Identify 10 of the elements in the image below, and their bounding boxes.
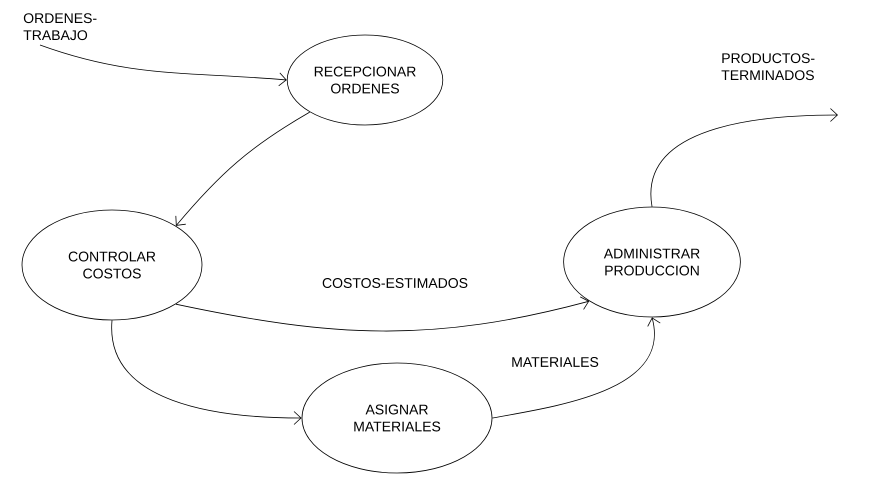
arrow [40, 44, 287, 86]
edge-label: MATERIALES [512, 357, 598, 367]
edge-label: COSTOS-ESTIMADOS [322, 278, 468, 288]
arrow [175, 112, 310, 226]
edge-label: PRODUCTOS-TERMINADOS [722, 53, 814, 80]
arrow [492, 317, 661, 418]
arrow [650, 108, 838, 207]
arrow [112, 320, 302, 425]
edge-label: ORDENES-TRABAJO [24, 13, 96, 40]
arrow [176, 296, 590, 332]
